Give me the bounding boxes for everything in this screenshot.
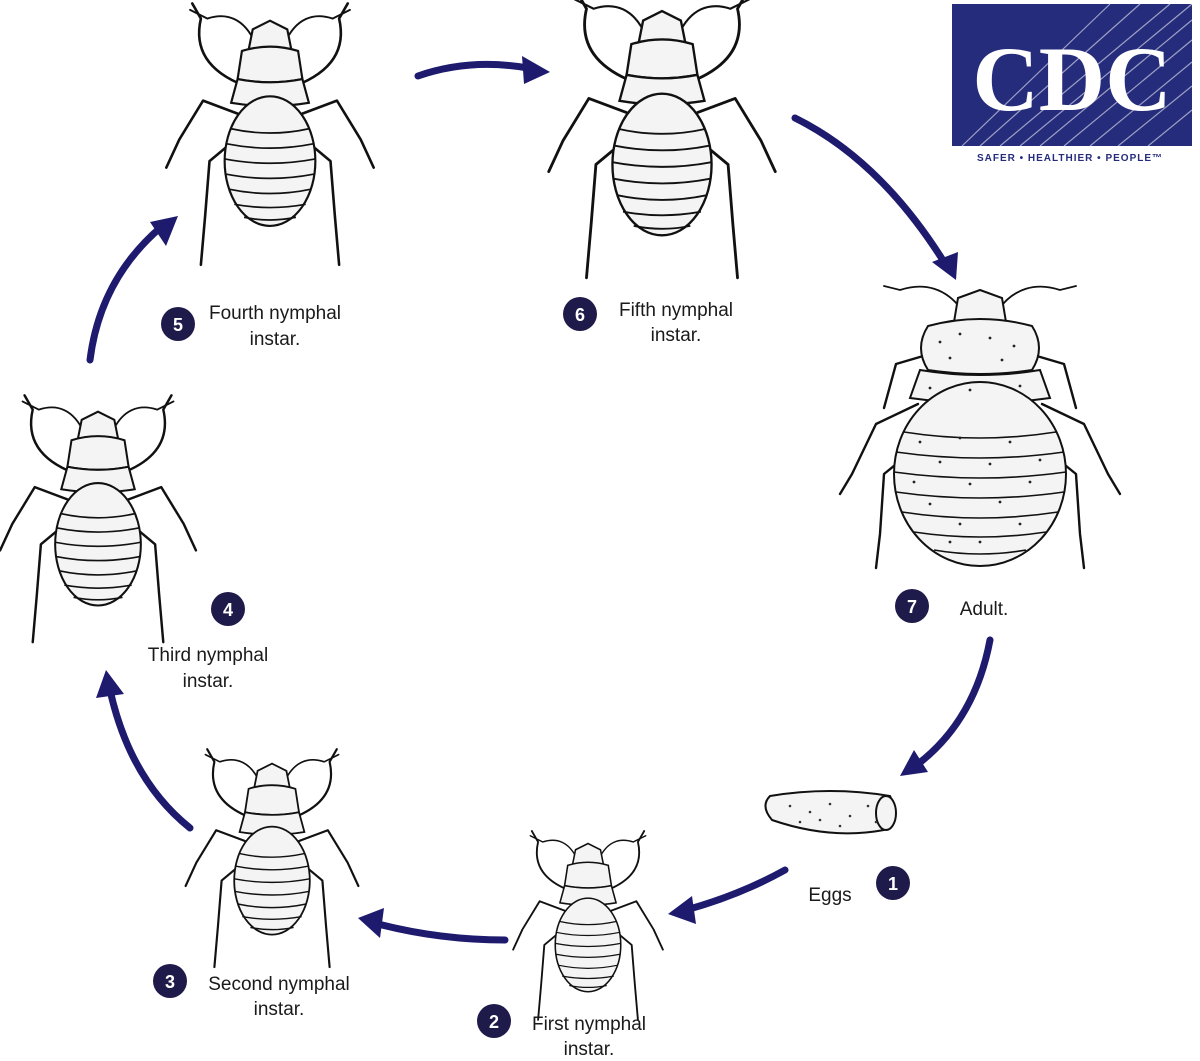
stage-badge <box>211 592 245 626</box>
stage-number: 7 <box>907 597 917 617</box>
stage-adult: 7 Adult. <box>895 589 1008 623</box>
stage-number: 2 <box>489 1012 499 1032</box>
stage-label: Adult. <box>960 599 1009 620</box>
arrow-second-to-third-nymph <box>96 670 194 832</box>
stage-label: Second nymphal <box>208 974 350 995</box>
cdc-logo-box <box>952 4 1192 146</box>
stage-number: 6 <box>575 305 585 325</box>
stage-badge <box>563 297 597 331</box>
stage-fifth-nymph: 6 Fifth nymphal instar. <box>563 297 733 346</box>
first-nymph-illustration <box>512 830 664 1021</box>
third-nymph-illustration <box>0 394 198 644</box>
adult-illustration <box>838 284 1122 570</box>
stage-eggs: 1 Eggs <box>808 866 910 906</box>
fifth-nymph-illustration <box>547 0 777 280</box>
egg-illustration <box>764 790 897 835</box>
stage-label: Third nymphal <box>148 645 268 666</box>
stage-third-nymph: 4 Third nymphal instar. <box>148 592 268 692</box>
stage-label: instar. <box>564 1039 615 1060</box>
stage-label: Fourth nymphal <box>209 303 341 324</box>
stage-label: instar. <box>254 999 305 1020</box>
stage-number: 5 <box>173 315 183 335</box>
cdc-logo-rays <box>961 3 1193 147</box>
stage-badge <box>477 1004 511 1038</box>
cdc-logo-text: CDC <box>972 28 1171 130</box>
arrow-fourth-to-fifth-nymph <box>414 56 550 84</box>
arrow-adult-to-eggs <box>900 636 994 776</box>
second-nymph-illustration <box>184 748 360 969</box>
stage-second-nymph: 3 Second nymphal instar. <box>153 964 350 1020</box>
stage-label: Fifth nymphal <box>619 300 733 321</box>
stage-badge <box>161 307 195 341</box>
stage-badge <box>895 589 929 623</box>
arrow-third-to-fourth-nymph <box>86 216 178 364</box>
stage-number: 3 <box>165 972 175 992</box>
stage-label: instar. <box>250 329 301 350</box>
stage-fourth-nymph: 5 Fourth nymphal instar. <box>161 303 341 350</box>
stage-number: 4 <box>223 600 233 620</box>
arrow-first-to-second-nymph <box>358 908 509 944</box>
stage-number: 1 <box>888 874 898 894</box>
cdc-logo: CDC SAFER • HEALTHIER • PEOPLE™ <box>952 3 1193 164</box>
arrow-fifth-nymph-to-adult <box>791 114 958 280</box>
stage-label: instar. <box>651 325 702 346</box>
arrow-eggs-to-first-nymph <box>668 866 789 924</box>
stage-label: instar. <box>183 671 234 692</box>
cdc-logo-tagline: SAFER • HEALTHIER • PEOPLE™ <box>977 153 1163 164</box>
stage-label: Eggs <box>808 885 851 906</box>
stage-first-nymph: 2 First nymphal instar. <box>477 1004 646 1060</box>
stage-badge <box>876 866 910 900</box>
cycle-arrows <box>86 56 994 944</box>
stage-badge <box>153 964 187 998</box>
fourth-nymph-illustration <box>165 2 375 267</box>
stage-label: First nymphal <box>532 1014 646 1035</box>
